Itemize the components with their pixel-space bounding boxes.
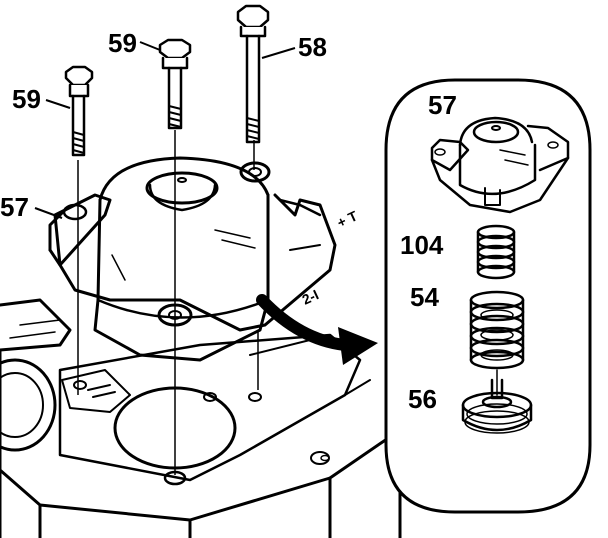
spring-inner [476,224,516,280]
housing-inset [430,116,570,214]
callout-bolt-short-center: 59 [108,28,137,58]
callout-spring-outer: 54 [410,282,439,312]
casting-mark-1: + T [335,207,361,230]
spring-seat [461,369,533,434]
housing-main [48,156,337,362]
detail-inset [384,78,592,514]
casting-mark-2: 2-I [300,286,322,307]
bolt-short-center [158,38,192,130]
callout-housing-main: 57 [0,192,29,222]
detail-arrow [256,294,378,365]
callout-bolt-long: 58 [298,32,327,62]
center-lines [77,130,259,475]
spring-outer [469,290,525,370]
callout-bolt-short-left: 59 [12,84,41,114]
callout-spring-inner: 104 [400,230,444,260]
bolt-short-left [64,65,94,157]
callout-spring-seat: 56 [408,384,437,414]
casting-marks: + T 2-I [300,207,361,307]
bolt-long [236,4,270,144]
callout-housing-inset: 57 [428,90,457,120]
callout-labels: 59 59 58 57 57 104 54 56 [0,28,457,414]
